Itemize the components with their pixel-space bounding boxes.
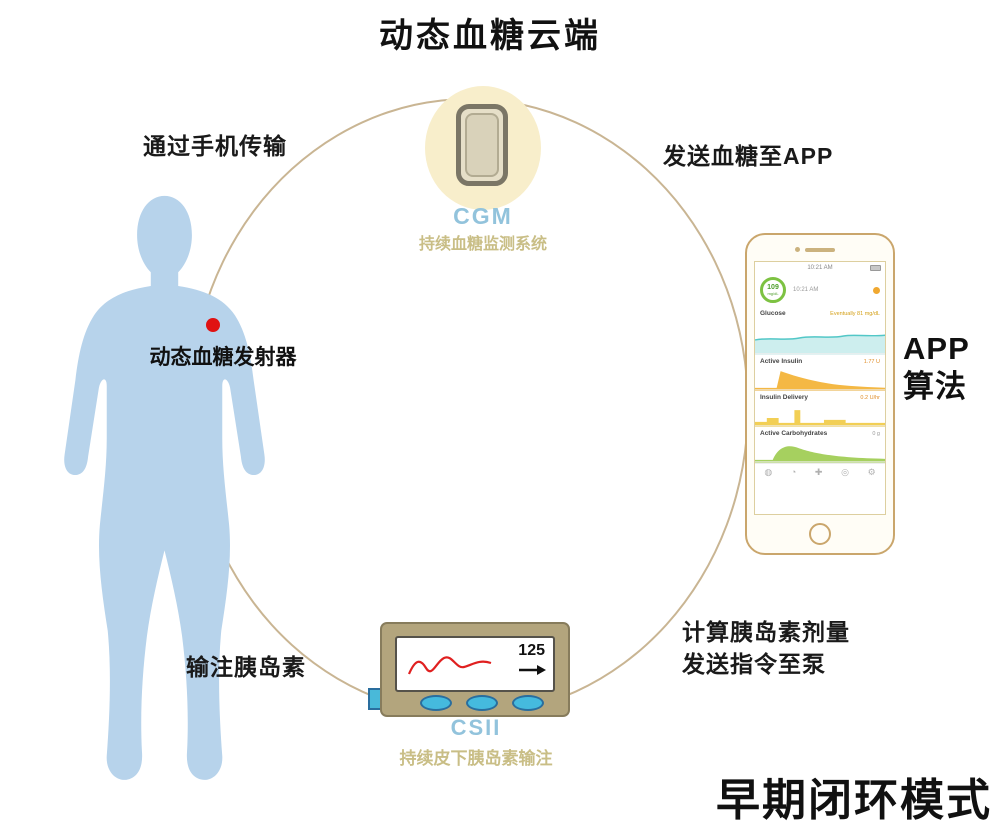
glucose-transmitter-dot xyxy=(206,318,220,332)
glucose-label: Glucose xyxy=(760,310,786,317)
page-title: 动态血糖云端 xyxy=(379,17,601,55)
mode-title: 早期闭环模式 xyxy=(716,776,992,825)
label-transmit-via-phone: 通过手机传输 xyxy=(143,133,287,159)
app-hud: 109 mg/dL 10:21 AM xyxy=(755,273,885,307)
pod-status-icon xyxy=(873,286,880,294)
active-insulin-value: 1.77 U xyxy=(863,358,880,365)
glucose-value: Eventually 81 mg/dL xyxy=(830,310,880,317)
csii-subtitle: 持续皮下胰岛素输注 xyxy=(399,749,553,768)
rate-arrow-icon xyxy=(519,665,546,675)
pump-waveform xyxy=(407,656,492,675)
cgm-title: CGM xyxy=(453,203,513,229)
pump-display: 125 xyxy=(395,636,555,692)
hud-time: 10:21 AM xyxy=(793,287,819,293)
insulin-delivery-section-header: Insulin Delivery 0.2 U/hr xyxy=(755,391,885,403)
settings-icon: ⚙ xyxy=(867,466,876,477)
battery-icon xyxy=(870,265,881,271)
statusbar-time: 10:21 AM xyxy=(807,264,833,271)
app-screen: 10:21 AM 109 mg/dL 10:21 AM Glucose Even… xyxy=(754,261,886,515)
label-send-glucose-to-app: 发送血糖至APP xyxy=(663,143,834,169)
active-carbs-chart xyxy=(755,446,885,463)
pump-button-3 xyxy=(512,695,544,711)
home-button-icon xyxy=(809,523,831,545)
smartphone: 10:21 AM 109 mg/dL 10:21 AM Glucose Even… xyxy=(745,233,895,555)
phone-camera-icon xyxy=(795,247,800,252)
active-insulin-chart xyxy=(755,371,885,391)
app-label-line1: APP xyxy=(903,331,970,366)
active-insulin-section-header: Active Insulin 1.77 U xyxy=(755,355,885,367)
hud-glucose-unit: mg/dL xyxy=(767,291,779,296)
insulin-delivery-value: 0.2 U/hr xyxy=(860,394,880,401)
pump-button-2 xyxy=(466,695,498,711)
carbs-icon: ◍ xyxy=(764,466,773,477)
app-algorithm-label: APP 算法 xyxy=(903,330,970,406)
pump-reading: 125 xyxy=(518,642,545,659)
workout-icon: ◎ xyxy=(841,466,849,477)
active-carbs-label: Active Carbohydrates xyxy=(760,430,828,437)
glucose-chart xyxy=(755,334,885,355)
label-calc-dose-line2: 发送指令至泵 xyxy=(682,651,826,677)
cgm-sensor-face xyxy=(465,113,499,177)
app-label-line2: 算法 xyxy=(903,369,967,404)
cgm-sensor-icon xyxy=(456,104,508,186)
cgm-subtitle: 持续血糖监测系统 xyxy=(418,236,547,253)
app-toolbar: ◍ ◔ ✚ ◎ ⚙ xyxy=(755,463,885,480)
label-calc-dose-line1: 计算胰岛素剂量 xyxy=(682,619,850,645)
csii-title: CSII xyxy=(450,715,502,740)
glucose-section-header: Glucose Eventually 81 mg/dL xyxy=(755,307,885,319)
human-body-silhouette xyxy=(64,195,265,780)
premeal-icon: ◔ xyxy=(790,467,797,477)
insulin-delivery-label: Insulin Delivery xyxy=(760,394,809,401)
hud-glucose-value: 109 xyxy=(767,284,779,291)
active-carbs-value: 0 g xyxy=(872,430,880,437)
label-infuse-insulin: 输注胰岛素 xyxy=(186,654,306,680)
phone-speaker-icon xyxy=(805,248,835,252)
transmitter-label: 动态血糖发射器 xyxy=(149,346,297,369)
active-insulin-label: Active Insulin xyxy=(760,358,803,365)
glucose-ring-icon: 109 mg/dL xyxy=(760,277,786,303)
insulin-delivery-chart xyxy=(755,410,885,427)
pump-button-1 xyxy=(420,695,452,711)
label-calc-dose: 计算胰岛素剂量 发送指令至泵 xyxy=(682,616,850,680)
bolus-icon: ✚ xyxy=(814,466,823,477)
phone-statusbar: 10:21 AM xyxy=(755,262,885,273)
pump-buttons xyxy=(420,695,550,713)
active-carbs-section-header: Active Carbohydrates 0 g xyxy=(755,427,885,439)
